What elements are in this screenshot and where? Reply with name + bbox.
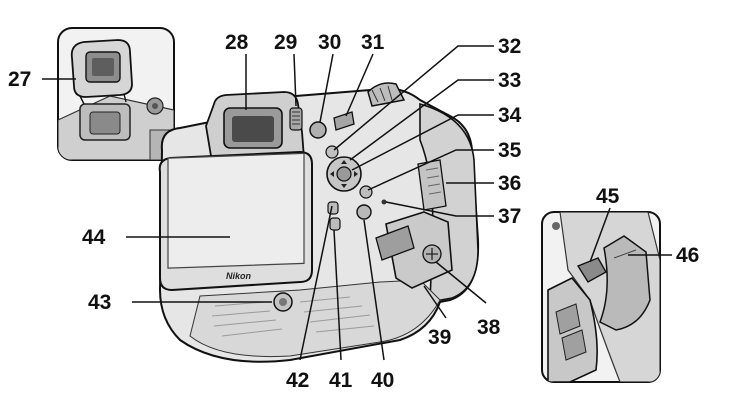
callout-34: 34 — [498, 104, 522, 127]
callout-31: 31 — [361, 31, 385, 54]
leader-31 — [345, 53, 374, 117]
leader-30 — [319, 53, 334, 123]
callout-41: 41 — [329, 369, 353, 392]
callout-42: 42 — [286, 369, 309, 392]
ae-l-button-shape — [309, 121, 327, 139]
leader-34 — [351, 114, 494, 171]
eyecup-removed — [70, 39, 133, 105]
leader-37 — [385, 201, 494, 217]
callout-37: 37 — [498, 205, 521, 228]
brand-logo-text: Nikon — [226, 271, 252, 281]
callout-40: 40 — [371, 369, 394, 392]
callout-27: 27 — [8, 68, 31, 91]
callout-29: 29 — [274, 31, 297, 54]
eyecup-inset — [57, 27, 175, 161]
leader-39 — [423, 285, 447, 319]
callout-30: 30 — [318, 31, 341, 54]
leader-29 — [293, 53, 297, 107]
viewfinder-eyecup — [205, 91, 305, 163]
card-slot-cover — [375, 159, 453, 289]
leader-41 — [333, 229, 342, 361]
callout-32: 32 — [498, 35, 521, 58]
callout-38: 38 — [477, 316, 501, 339]
leader-42 — [299, 205, 333, 361]
callout-39: 39 — [428, 326, 451, 349]
callout-46: 46 — [676, 244, 699, 267]
callout-35: 35 — [498, 139, 522, 162]
leader-45 — [589, 207, 611, 263]
leader-35 — [367, 149, 494, 191]
control-buttons — [309, 111, 387, 231]
callout-33: 33 — [498, 69, 521, 92]
leader-lines — [42, 45, 672, 361]
callout-43: 43 — [88, 291, 111, 314]
callout-36: 36 — [498, 172, 521, 195]
callout-45: 45 — [596, 185, 620, 208]
callout-44: 44 — [82, 226, 106, 249]
battery-inset — [541, 211, 661, 383]
callout-labels: 27 28 29 30 31 32 33 34 35 36 37 38 39 4… — [8, 31, 699, 392]
leader-33 — [349, 79, 494, 161]
leader-40 — [363, 219, 385, 361]
lcd-monitor: Nikon — [158, 150, 313, 292]
leader-38 — [435, 261, 487, 304]
leader-32 — [333, 45, 494, 151]
callout-28: 28 — [225, 31, 249, 54]
